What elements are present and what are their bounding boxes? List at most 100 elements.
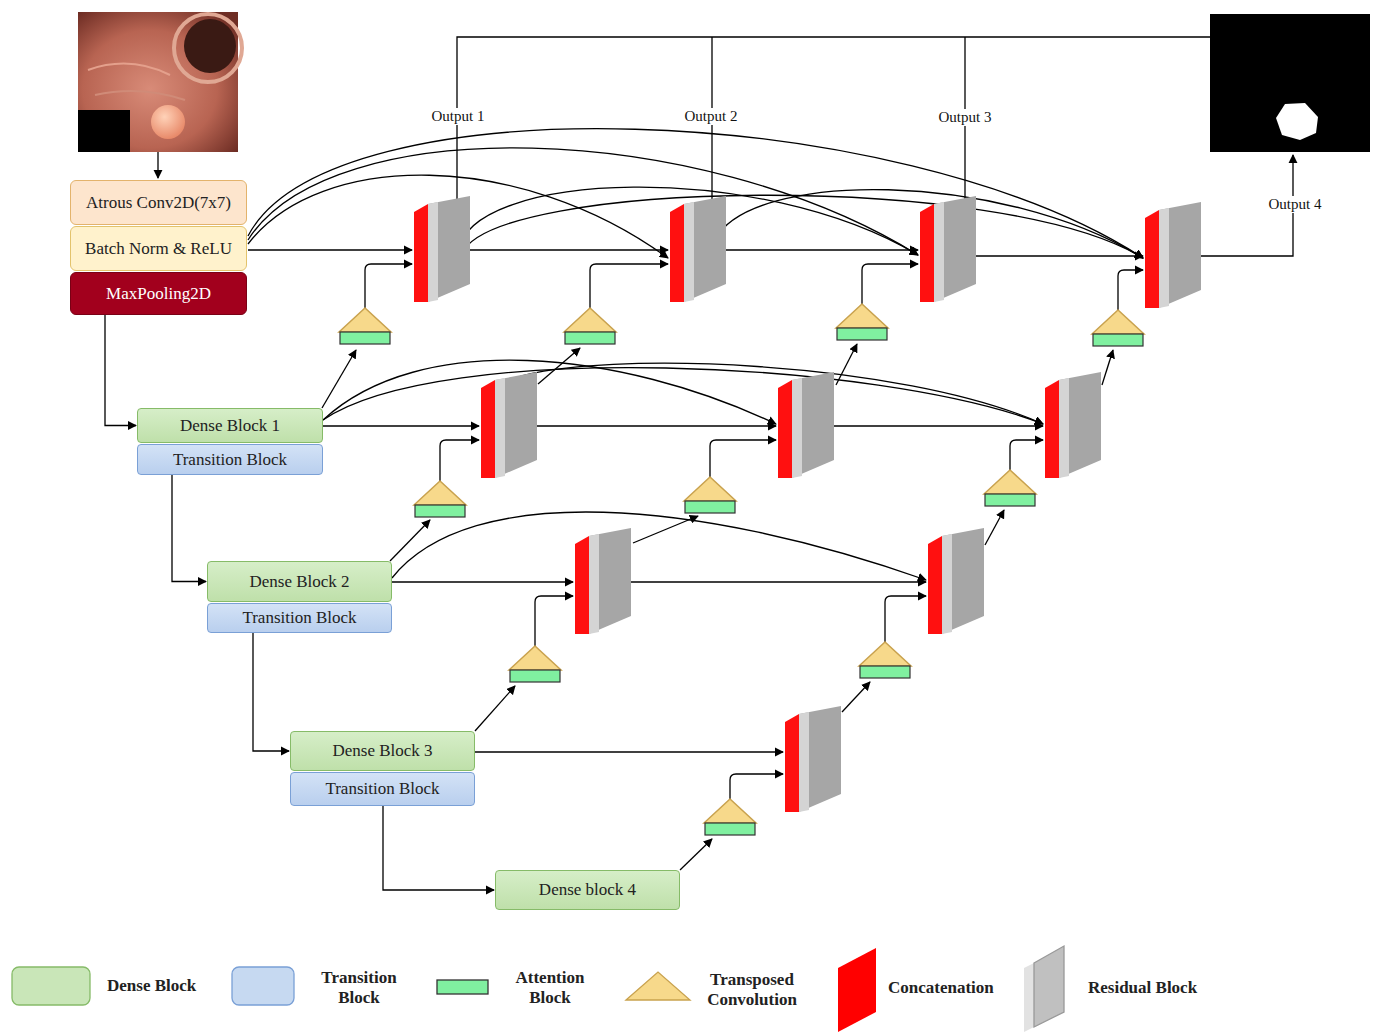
skip-line	[631, 581, 926, 582]
legend-text: Transition Block	[313, 968, 405, 1009]
legend-text: Concatenation	[888, 978, 994, 998]
upsample-input	[390, 520, 430, 561]
upsample-input	[680, 839, 712, 870]
skip-line	[323, 425, 479, 426]
upsample-line	[862, 264, 918, 304]
upsample-unit	[414, 481, 466, 517]
upsample-unit	[859, 642, 911, 678]
upsample-unit	[339, 308, 391, 344]
upsample-input	[475, 686, 515, 731]
legend-text: Transposed Convolution	[693, 970, 811, 1011]
skip-line	[834, 425, 1043, 426]
dense-block: Dense Block 2	[207, 561, 392, 602]
upsample-input	[322, 350, 356, 408]
upsample-unit	[509, 646, 561, 682]
legend-text: Attention Block	[504, 968, 596, 1009]
upsample-unit	[684, 477, 736, 513]
upsample-line	[365, 264, 412, 308]
image-polyp	[151, 105, 185, 139]
skip-line	[537, 425, 776, 426]
node-text: Transition Block	[242, 608, 356, 628]
transition-block: Transition Block	[137, 444, 323, 475]
upsample-input	[633, 516, 698, 543]
upsample-line	[1010, 440, 1043, 470]
upsample-input	[1102, 350, 1113, 385]
upsample-line	[730, 774, 783, 799]
upsample-line	[440, 440, 479, 481]
output-mask	[1210, 14, 1370, 152]
output-label: Output 4	[1266, 196, 1325, 213]
node-text: Atrous Conv2D(7x7)	[86, 193, 231, 213]
transition-block: Transition Block	[207, 603, 392, 633]
upsample-line	[535, 596, 573, 646]
image-fold	[88, 64, 170, 75]
arrow	[157, 152, 158, 178]
upsample-line	[1118, 270, 1143, 310]
upsample-unit	[836, 304, 888, 340]
wires	[158, 37, 1293, 870]
legend-swatches	[12, 946, 1064, 1032]
node-text: Batch Norm & ReLU	[85, 239, 232, 259]
upsample-unit	[564, 308, 616, 344]
skip-line	[976, 255, 1143, 256]
decoder-block	[785, 706, 841, 812]
decoder-block	[481, 372, 537, 478]
transition-block: Transition Block	[290, 772, 475, 806]
decoder-block	[575, 528, 631, 634]
upsample-line	[590, 264, 668, 308]
flow-arrow	[105, 315, 136, 426]
node-text: Dense Block 2	[249, 572, 349, 592]
legend-shading	[1024, 963, 1034, 1032]
flow-arrow	[172, 475, 206, 582]
decoder-block	[670, 196, 726, 302]
dense-skip	[392, 512, 926, 580]
legend-swatch	[838, 948, 876, 1032]
decoder-block	[928, 528, 984, 634]
input-image	[78, 12, 242, 152]
legend-swatch	[437, 980, 488, 994]
mask-ground	[1210, 14, 1370, 152]
flow-arrow	[383, 806, 494, 890]
node-text: MaxPooling2D	[106, 284, 211, 304]
mask-region	[1276, 103, 1318, 140]
output-label: Output 3	[936, 109, 995, 126]
upsample-unit	[984, 470, 1036, 506]
skip-line	[475, 751, 783, 752]
image-overlay	[78, 110, 130, 152]
legend-swatch	[626, 972, 690, 1000]
flow-arrow	[253, 633, 289, 751]
pooling-box: MaxPooling2D	[70, 272, 247, 315]
upsample-input	[538, 348, 580, 384]
skip-line	[248, 249, 412, 250]
upsample-line	[885, 596, 926, 642]
decoder-block	[778, 372, 834, 478]
dense-block: Dense Block 1	[137, 408, 323, 443]
skip-line	[470, 249, 668, 250]
norm-box: Batch Norm & ReLU	[70, 226, 247, 271]
upsample-input	[985, 510, 1004, 545]
node-text: Dense Block 1	[180, 416, 280, 436]
decoder-block	[414, 196, 470, 302]
decoder-block	[920, 196, 976, 302]
dense-skip	[462, 195, 1143, 258]
upsample-input	[836, 344, 857, 385]
upsample-unit	[1092, 310, 1144, 346]
dense-skip	[323, 368, 1043, 424]
image-fold	[174, 14, 242, 82]
output-label: Output 1	[429, 108, 488, 125]
decoder-block	[1045, 372, 1101, 478]
skip-line	[726, 249, 918, 250]
dense-block: Dense block 4	[495, 870, 680, 910]
legend-text: Dense Block	[107, 976, 196, 996]
output-label: Output 2	[682, 108, 741, 125]
conv-box: Atrous Conv2D(7x7)	[70, 180, 247, 225]
legend-swatch	[12, 967, 90, 1005]
node-text: Transition Block	[173, 450, 287, 470]
node-text: Dense block 4	[539, 880, 636, 900]
upsample-line	[710, 440, 776, 477]
upsample-input	[842, 682, 870, 712]
image-fold	[95, 91, 185, 100]
skip-line	[392, 581, 573, 582]
